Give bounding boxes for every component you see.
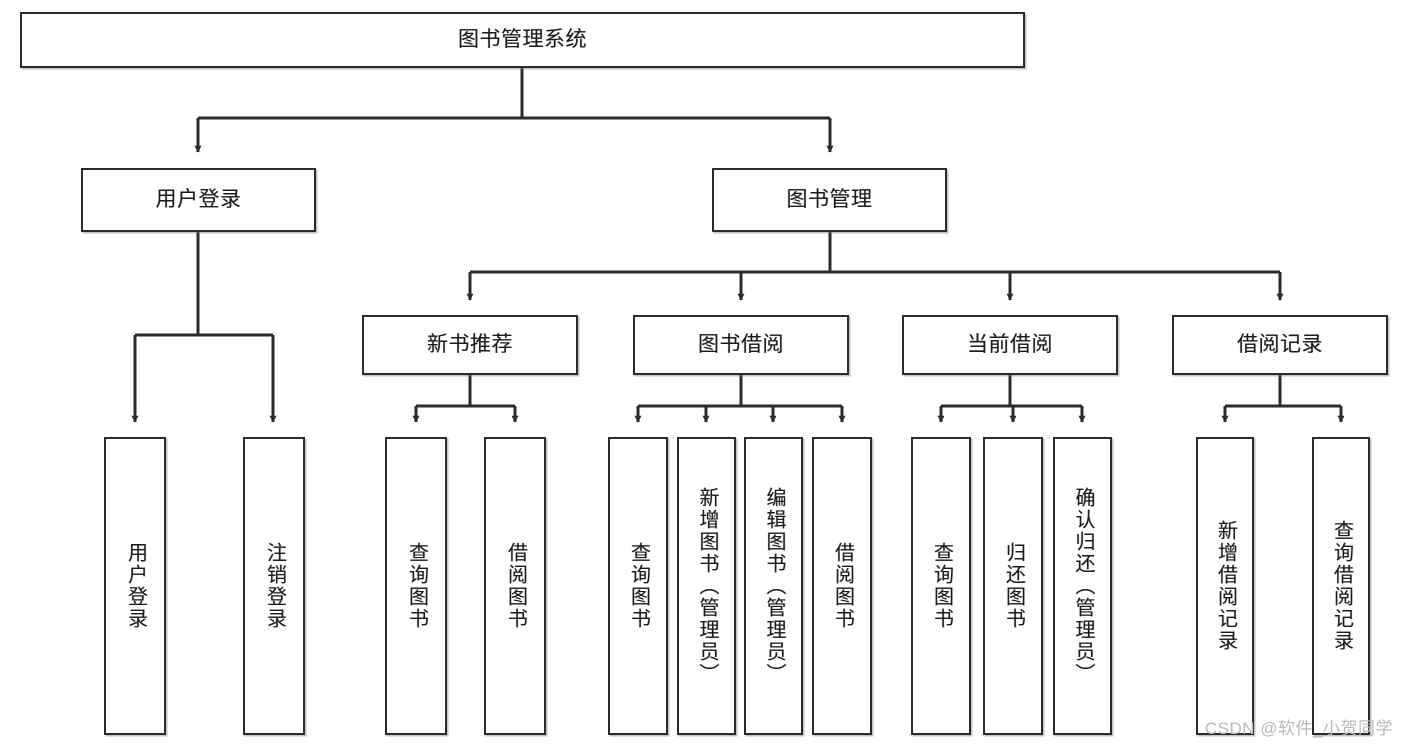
node-new-book-recommend-label: 新书推荐 bbox=[427, 332, 513, 356]
node-leaf-add-borrow-record[interactable]: 新增借阅记录 bbox=[1196, 437, 1254, 735]
node-borrow-record-label: 借阅记录 bbox=[1237, 332, 1323, 356]
node-leaf-query-book-bor-label: 查询图书 bbox=[627, 542, 650, 630]
node-leaf-borrow-book-rec-label: 借阅图书 bbox=[504, 542, 527, 630]
node-current-borrow[interactable]: 当前借阅 bbox=[902, 315, 1118, 375]
node-current-borrow-label: 当前借阅 bbox=[967, 332, 1053, 356]
node-borrow-record[interactable]: 借阅记录 bbox=[1172, 315, 1388, 375]
node-leaf-query-book-cur[interactable]: 查询图书 bbox=[911, 437, 971, 735]
node-leaf-query-borrow-record[interactable]: 查询借阅记录 bbox=[1312, 437, 1370, 735]
node-leaf-query-book-cur-label: 查询图书 bbox=[930, 542, 953, 630]
node-leaf-query-borrow-record-label: 查询借阅记录 bbox=[1330, 520, 1353, 652]
node-leaf-user-login[interactable]: 用户登录 bbox=[104, 437, 166, 735]
node-leaf-add-book-admin[interactable]: 新增图书（管理员） bbox=[677, 437, 736, 735]
node-leaf-confirm-return-admin[interactable]: 确认归还（管理员） bbox=[1053, 437, 1112, 735]
node-book-borrow-label: 图书借阅 bbox=[698, 332, 784, 356]
node-user-login-label: 用户登录 bbox=[155, 187, 242, 211]
node-leaf-confirm-return-admin-label: 确认归还（管理员） bbox=[1072, 487, 1094, 685]
node-leaf-query-book-rec-label: 查询图书 bbox=[405, 542, 428, 630]
node-leaf-borrow-book-rec[interactable]: 借阅图书 bbox=[484, 437, 546, 735]
node-leaf-borrow-book-bor[interactable]: 借阅图书 bbox=[812, 437, 872, 735]
node-leaf-add-borrow-record-label: 新增借阅记录 bbox=[1214, 520, 1237, 652]
node-root-label: 图书管理系统 bbox=[458, 27, 587, 51]
node-leaf-edit-book-admin-label: 编辑图书（管理员） bbox=[763, 487, 785, 685]
node-book-borrow[interactable]: 图书借阅 bbox=[633, 315, 849, 375]
node-root[interactable]: 图书管理系统 bbox=[20, 12, 1025, 68]
node-book-manage[interactable]: 图书管理 bbox=[712, 168, 947, 232]
node-leaf-query-book-bor[interactable]: 查询图书 bbox=[608, 437, 668, 735]
node-leaf-query-book-rec[interactable]: 查询图书 bbox=[385, 437, 447, 735]
node-leaf-user-logout-label: 注销登录 bbox=[263, 542, 286, 630]
node-leaf-return-book-label: 归还图书 bbox=[1002, 542, 1025, 630]
node-book-manage-label: 图书管理 bbox=[786, 187, 873, 211]
node-leaf-user-login-label: 用户登录 bbox=[124, 542, 147, 630]
node-leaf-user-logout[interactable]: 注销登录 bbox=[243, 437, 305, 735]
node-leaf-borrow-book-bor-label: 借阅图书 bbox=[831, 542, 854, 630]
node-leaf-add-book-admin-label: 新增图书（管理员） bbox=[696, 487, 718, 685]
node-new-book-recommend[interactable]: 新书推荐 bbox=[362, 315, 578, 375]
node-leaf-return-book[interactable]: 归还图书 bbox=[983, 437, 1043, 735]
node-leaf-edit-book-admin[interactable]: 编辑图书（管理员） bbox=[744, 437, 803, 735]
node-user-login[interactable]: 用户登录 bbox=[81, 168, 316, 232]
